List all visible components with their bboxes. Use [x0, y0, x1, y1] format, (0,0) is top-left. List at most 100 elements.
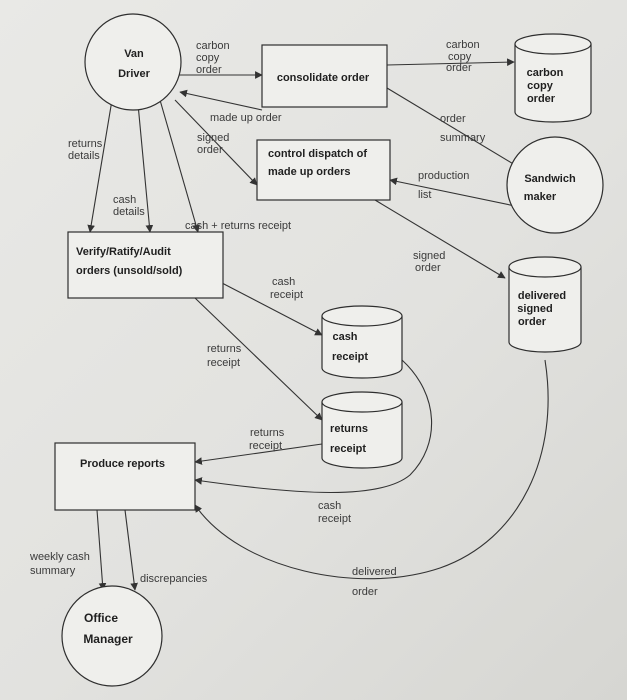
- van-driver-label-2: Driver: [118, 68, 151, 80]
- cash-store-body: [321, 316, 403, 379]
- delivered-store-label-1: delivered: [518, 290, 566, 302]
- cash-store-top: [321, 305, 403, 327]
- process-produce-reports: Produce reports: [54, 442, 196, 511]
- returns-store-label-2: receipt: [330, 443, 366, 455]
- flow-returns-details: [87, 99, 113, 233]
- store-delivered-signed-order: delivered signed order: [508, 256, 582, 353]
- flow-label-discrepancies: discrepancies: [140, 573, 208, 585]
- returns-store-label-1: returns: [330, 423, 368, 435]
- flow-label-carbon-copy-2b: copy: [448, 51, 472, 63]
- flow-consolidate-to-carbon-store: [386, 58, 515, 67]
- flow-label-returns-details-b: details: [68, 150, 100, 162]
- sandwich-maker-circle: [506, 136, 604, 234]
- carbon-store-label-3: order: [527, 93, 556, 105]
- flow-label-weekly-cash-summary-b: summary: [30, 565, 76, 577]
- flow-label-signed-order-2b: order: [415, 262, 441, 274]
- process-sandwich-maker: Sandwich maker: [506, 136, 604, 234]
- verify-label-1: Verify/Ratify/Audit: [76, 246, 171, 258]
- consolidate-order-label: consolidate order: [277, 72, 370, 84]
- sandwich-maker-label-1: Sandwich: [524, 173, 576, 185]
- flow-label-order-summary-a: order: [440, 113, 466, 125]
- flow-label-weekly-cash-summary-a: weekly cash: [29, 551, 90, 563]
- store-cash-receipt: cash receipt: [321, 305, 403, 379]
- flow-label-carbon-copy-1c: order: [196, 64, 222, 76]
- delivered-store-label-2: signed: [517, 303, 552, 315]
- van-driver-circle: [84, 13, 182, 111]
- verify-box: [67, 231, 224, 299]
- sandwich-maker-label-2: maker: [524, 191, 557, 203]
- flow-returns-receipt-to-reports: [194, 443, 323, 465]
- flow-label-carbon-copy-2a: carbon: [446, 39, 480, 51]
- flow-label-carbon-copy-2c: order: [446, 62, 472, 74]
- flow-label-carbon-copy-1b: copy: [196, 52, 220, 64]
- flow-dispatch-to-delivered-store: [374, 199, 506, 279]
- carbon-store-label-1: carbon: [527, 67, 564, 79]
- carbon-store-top: [514, 33, 592, 55]
- flow-cash-returns-receipt: [159, 99, 200, 233]
- flow-delivered-order: [194, 359, 549, 580]
- flow-label-cash-receipt-2a: cash: [318, 500, 341, 512]
- delivered-store-label-3: order: [518, 316, 547, 328]
- consolidate-order-box: [261, 44, 388, 108]
- connectors: [87, 58, 549, 591]
- flow-cash-details: [137, 103, 154, 233]
- flow-label-signed-order-1b: order: [197, 144, 223, 156]
- control-dispatch-box: [256, 139, 391, 201]
- verify-label-2: orders (unsold/sold): [76, 265, 183, 277]
- flow-label-returns-receipt-1b: receipt: [207, 357, 240, 369]
- flow-label-delivered-order-b: order: [352, 586, 378, 598]
- process-office-manager: Office Manager: [61, 585, 163, 687]
- carbon-store-body: [514, 44, 592, 123]
- flow-label-order-summary-b: summary: [440, 132, 486, 144]
- van-driver-label-1: Van: [124, 48, 144, 60]
- flow-label-cash-receipt-1a: cash: [272, 276, 295, 288]
- flow-label-returns-receipt-1a: returns: [207, 343, 242, 355]
- office-manager-label-1: Office: [84, 611, 118, 625]
- flow-label-signed-order-2a: signed: [413, 250, 445, 262]
- flow-label-cash-returns-receipt: cash + returns receipt: [185, 220, 291, 232]
- flow-label-made-up-order: made up order: [210, 112, 282, 124]
- delivered-store-body: [508, 267, 582, 353]
- flow-production-list: [389, 177, 521, 208]
- produce-reports-box: [54, 442, 196, 511]
- process-van-driver: Van Driver: [84, 13, 182, 111]
- flow-label-cash-receipt-1b: receipt: [270, 289, 303, 301]
- flow-signed-order-to-dispatch: [174, 99, 258, 186]
- flow-verify-to-returns-receipt: [194, 297, 323, 421]
- store-returns-receipt: returns receipt: [321, 391, 403, 469]
- flow-label-returns-details-a: returns: [68, 138, 103, 150]
- flow-discrepancies: [124, 509, 138, 591]
- flow-label-delivered-order-a: delivered: [352, 566, 397, 578]
- flow-label-returns-receipt-2b: receipt: [249, 440, 282, 452]
- flow-weekly-cash-summary: [96, 509, 107, 591]
- flow-label-production-list-a: production: [418, 170, 469, 182]
- returns-store-top: [321, 391, 403, 413]
- flow-consolidate-to-sandwich: [386, 87, 521, 169]
- flow-labels: carbon copy order carbon copy order made…: [29, 39, 486, 598]
- carbon-store-label-2: copy: [527, 80, 554, 92]
- flow-cash-receipt-to-reports: [194, 359, 433, 494]
- office-manager-circle: [61, 585, 163, 687]
- flow-label-cash-details-b: details: [113, 206, 145, 218]
- cash-store-label-2: receipt: [332, 351, 368, 363]
- flow-made-up-order: [179, 89, 263, 111]
- control-dispatch-label-2: made up orders: [268, 166, 351, 178]
- flow-label-cash-details-a: cash: [113, 194, 136, 206]
- process-control-dispatch: control dispatch of made up orders: [256, 139, 391, 201]
- store-carbon-copy-order: carbon copy order: [514, 33, 592, 123]
- flow-label-carbon-copy-1a: carbon: [196, 40, 230, 52]
- flow-label-returns-receipt-2a: returns: [250, 427, 285, 439]
- returns-store-body: [321, 402, 403, 469]
- process-verify: Verify/Ratify/Audit orders (unsold/sold): [67, 231, 224, 299]
- flow-verify-to-cash-receipt: [221, 282, 323, 336]
- produce-reports-label: Produce reports: [80, 458, 165, 470]
- flow-label-signed-order-1a: signed: [197, 132, 229, 144]
- control-dispatch-label-1: control dispatch of: [268, 148, 367, 160]
- office-manager-label-2: Manager: [83, 632, 133, 646]
- cash-store-label-1: cash: [332, 331, 357, 343]
- flow-label-production-list-b: list: [418, 189, 431, 201]
- flow-label-cash-receipt-2b: receipt: [318, 513, 351, 525]
- delivered-store-top: [508, 256, 582, 278]
